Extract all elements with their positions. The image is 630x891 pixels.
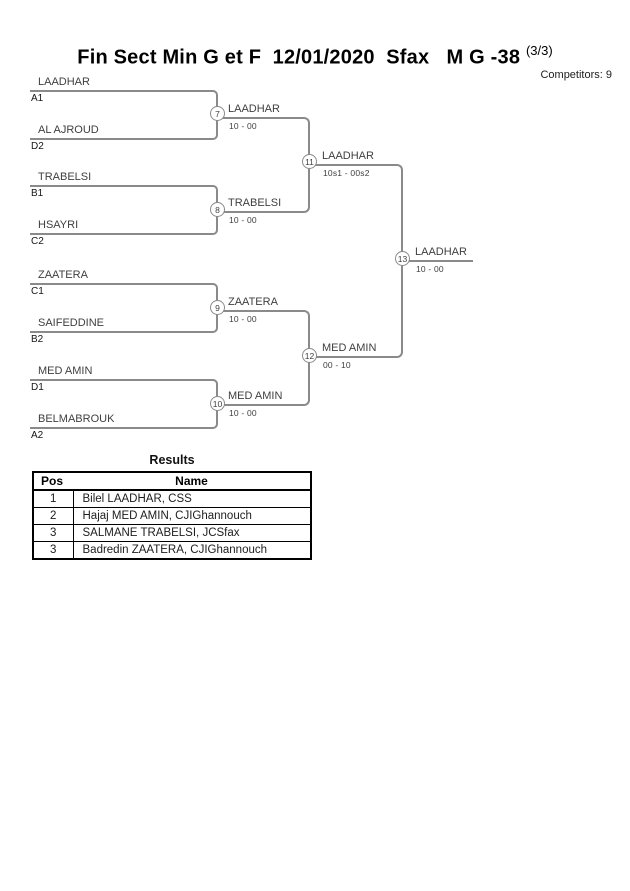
player-name: SAIFEDDINE bbox=[38, 317, 105, 329]
name-cell: Badredin ZAATERA, CJIGhannouch bbox=[73, 541, 311, 559]
match-winner-name: ZAATERA bbox=[228, 296, 278, 308]
player-seed: A1 bbox=[31, 93, 44, 104]
player-name: AL AJROUD bbox=[38, 124, 99, 136]
column-header-pos: Pos bbox=[33, 472, 73, 491]
table-row: 1 Bilel LAADHAR, CSS bbox=[33, 489, 311, 508]
match-winner-name: LAADHAR bbox=[228, 103, 280, 115]
results-heading: Results bbox=[149, 453, 195, 467]
match-score: 10 - 00 bbox=[229, 408, 257, 418]
match-winner-name: MED AMIN bbox=[228, 390, 283, 402]
match-winner-name: TRABELSI bbox=[228, 197, 282, 209]
player-name: ZAATERA bbox=[38, 269, 88, 281]
table-row: 3 SALMANE TRABELSI, JCSfax bbox=[33, 524, 311, 542]
match-score: 10 - 00 bbox=[229, 314, 257, 324]
match-score: 10 - 00 bbox=[229, 121, 257, 131]
player-name: MED AMIN bbox=[38, 365, 93, 377]
column-header-name: Name bbox=[73, 472, 311, 491]
player-name: BELMABROUK bbox=[38, 413, 115, 425]
connector-line bbox=[217, 355, 310, 406]
match-number-badge: 10 bbox=[210, 396, 225, 411]
name-cell: SALMANE TRABELSI, JCSfax bbox=[73, 524, 311, 542]
position-cell: 2 bbox=[33, 507, 74, 525]
connector-line bbox=[310, 164, 403, 258]
player-name: TRABELSI bbox=[38, 171, 92, 183]
connector-line bbox=[217, 310, 310, 355]
match-score: 10 - 00 bbox=[229, 215, 257, 225]
match-score: 10 - 00 bbox=[416, 264, 444, 274]
match-number-badge: 7 bbox=[210, 106, 225, 121]
table-row: 2 Hajaj MED AMIN, CJIGhannouch bbox=[33, 507, 311, 525]
match-score: 10s1 - 00s2 bbox=[323, 168, 370, 178]
table-row: 3 Badredin ZAATERA, CJIGhannouch bbox=[33, 541, 311, 559]
connector-line bbox=[217, 117, 310, 164]
match-winner-name: MED AMIN bbox=[322, 342, 377, 354]
position-cell: 3 bbox=[33, 524, 74, 542]
page-title-text: Fin Sect Min G et F 12/01/2020 Sfax M G … bbox=[77, 46, 521, 69]
connector-line bbox=[217, 164, 310, 213]
player-name: LAADHAR bbox=[38, 76, 90, 88]
player-name: HSAYRI bbox=[38, 219, 79, 231]
tournament-winner-name: LAADHAR bbox=[415, 246, 467, 258]
page-title: Fin Sect Min G et F 12/01/2020 Sfax M G … bbox=[0, 43, 630, 70]
match-score: 00 - 10 bbox=[323, 360, 351, 370]
player-seed: D2 bbox=[31, 141, 44, 152]
match-number-badge: 11 bbox=[302, 154, 317, 169]
player-seed: D1 bbox=[31, 382, 44, 393]
position-cell: 1 bbox=[33, 489, 74, 508]
player-seed: B1 bbox=[31, 188, 44, 199]
player-seed: C1 bbox=[31, 286, 44, 297]
player-seed: A2 bbox=[31, 430, 44, 441]
final-winner-line bbox=[403, 260, 473, 262]
table-header-row: Pos Name bbox=[33, 472, 311, 491]
player-seed: B2 bbox=[31, 334, 44, 345]
results-table: Pos Name 1 Bilel LAADHAR, CSS 2 Hajaj ME… bbox=[32, 471, 312, 560]
match-number-badge: 12 bbox=[302, 348, 317, 363]
match-winner-name: LAADHAR bbox=[322, 150, 374, 162]
match-number-badge: 9 bbox=[210, 300, 225, 315]
player-seed: C2 bbox=[31, 236, 44, 247]
match-number-badge: 8 bbox=[210, 202, 225, 217]
competitors-count: Competitors: 9 bbox=[540, 69, 612, 81]
connector-line bbox=[310, 258, 403, 358]
name-cell: Bilel LAADHAR, CSS bbox=[73, 489, 311, 508]
position-cell: 3 bbox=[33, 541, 74, 559]
sheet-counter: (3/3) bbox=[525, 43, 553, 58]
name-cell: Hajaj MED AMIN, CJIGhannouch bbox=[73, 507, 311, 525]
match-number-badge: 13 bbox=[395, 251, 410, 266]
